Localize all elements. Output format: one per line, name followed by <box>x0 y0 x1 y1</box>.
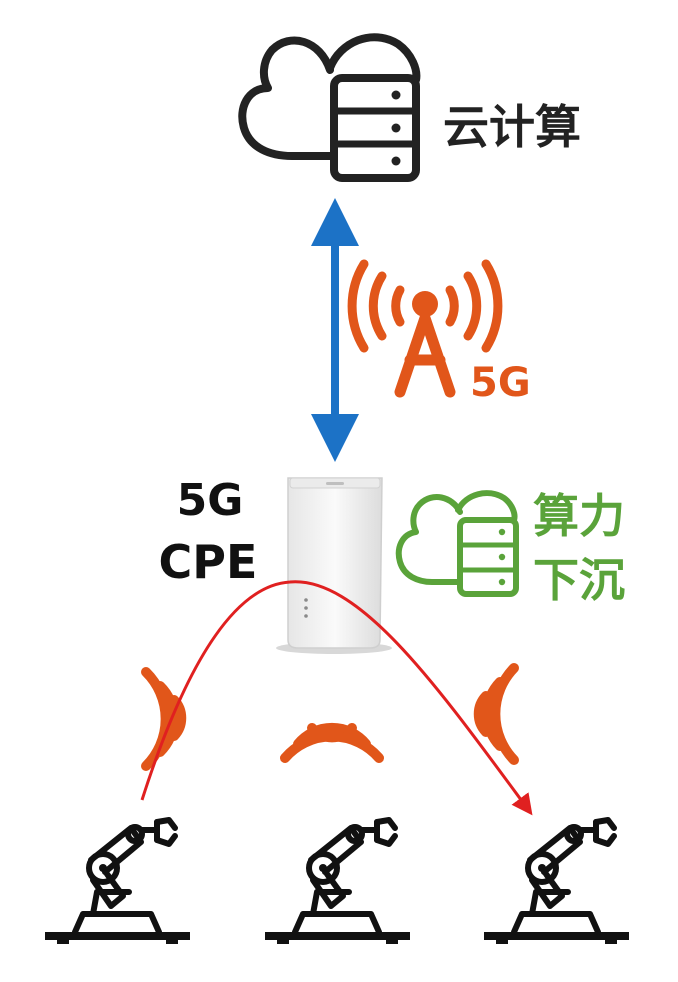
cpe-router-icon <box>276 477 392 654</box>
robot-arm-icon-1 <box>45 817 190 944</box>
wireless-wave-icon-left <box>141 667 187 771</box>
wireless-wave-icon-center <box>280 723 384 763</box>
data-flow-arrow <box>140 580 533 816</box>
wireless-wave-icon-right <box>473 663 519 765</box>
cloud-computing-label: 云计算 <box>443 100 581 154</box>
antenna-tower-icon <box>347 259 503 398</box>
edge-cloud-server-icon <box>395 490 519 597</box>
device-label-line1: 5G <box>177 475 244 526</box>
network-5g-label: 5G <box>470 360 531 406</box>
edge-label-line1: 算力 <box>533 489 625 543</box>
cloud-server-icon <box>238 33 421 182</box>
robot-arm-icon-2 <box>265 817 410 944</box>
robot-arm-icon-3 <box>484 817 629 944</box>
edge-label-line2: 下沉 <box>533 553 625 607</box>
device-label-line2: CPE <box>159 535 258 589</box>
